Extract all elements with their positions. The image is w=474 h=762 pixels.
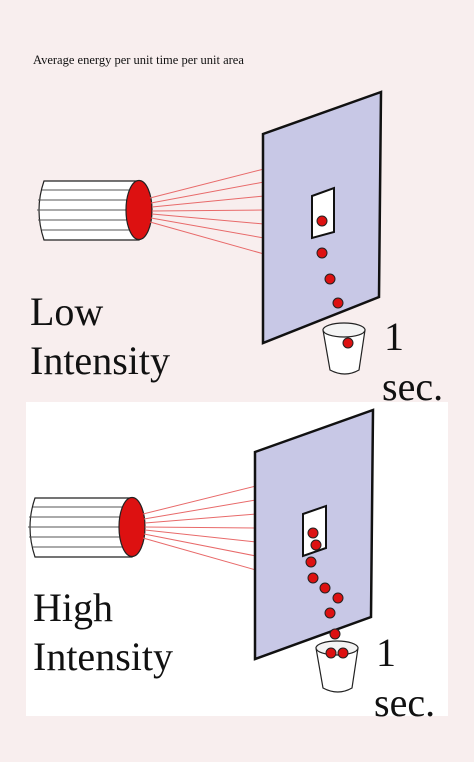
low-time-label: 1 sec. [382, 312, 444, 412]
beam-lines-low [149, 168, 265, 255]
light-source-low [37, 179, 153, 241]
emitter-face-high [118, 496, 146, 558]
slit-low [311, 186, 335, 240]
high-time-value: 1 [376, 630, 396, 675]
high-intensity-panel [28, 408, 375, 693]
high-intensity-label: High Intensity [33, 584, 173, 682]
photon [324, 607, 336, 619]
photons-high [305, 527, 344, 640]
high-label-line2: Intensity [33, 633, 173, 679]
photon [342, 337, 354, 349]
photon [316, 247, 328, 259]
beam-lines-high [142, 485, 257, 571]
photon [307, 572, 319, 584]
photon [319, 582, 331, 594]
low-intensity-label: Low Intensity [30, 288, 170, 386]
photon [337, 647, 349, 659]
diagram-caption: Average energy per unit time per unit ar… [33, 53, 244, 67]
low-intensity-panel [37, 90, 383, 375]
high-time-label: 1 sec. [374, 628, 436, 728]
collection-cup-low [322, 322, 366, 375]
photon [324, 273, 336, 285]
low-time-unit: sec. [382, 364, 444, 409]
low-label-line2: Intensity [30, 337, 170, 383]
light-source-high [28, 496, 146, 558]
photon [316, 215, 328, 227]
low-label-line1: Low [30, 289, 104, 334]
high-label-line1: High [33, 585, 113, 630]
lower-panel-background [26, 402, 448, 716]
photon [307, 527, 319, 539]
emitter-face-low [125, 179, 153, 241]
collection-cup-high [315, 640, 359, 693]
photon [332, 297, 344, 309]
high-time-unit: sec. [374, 680, 436, 725]
photon [305, 556, 317, 568]
photon [325, 647, 337, 659]
photon [310, 539, 322, 551]
photon [329, 628, 341, 640]
low-time-value: 1 [384, 314, 404, 359]
photons-low [316, 215, 344, 309]
photon [332, 592, 344, 604]
